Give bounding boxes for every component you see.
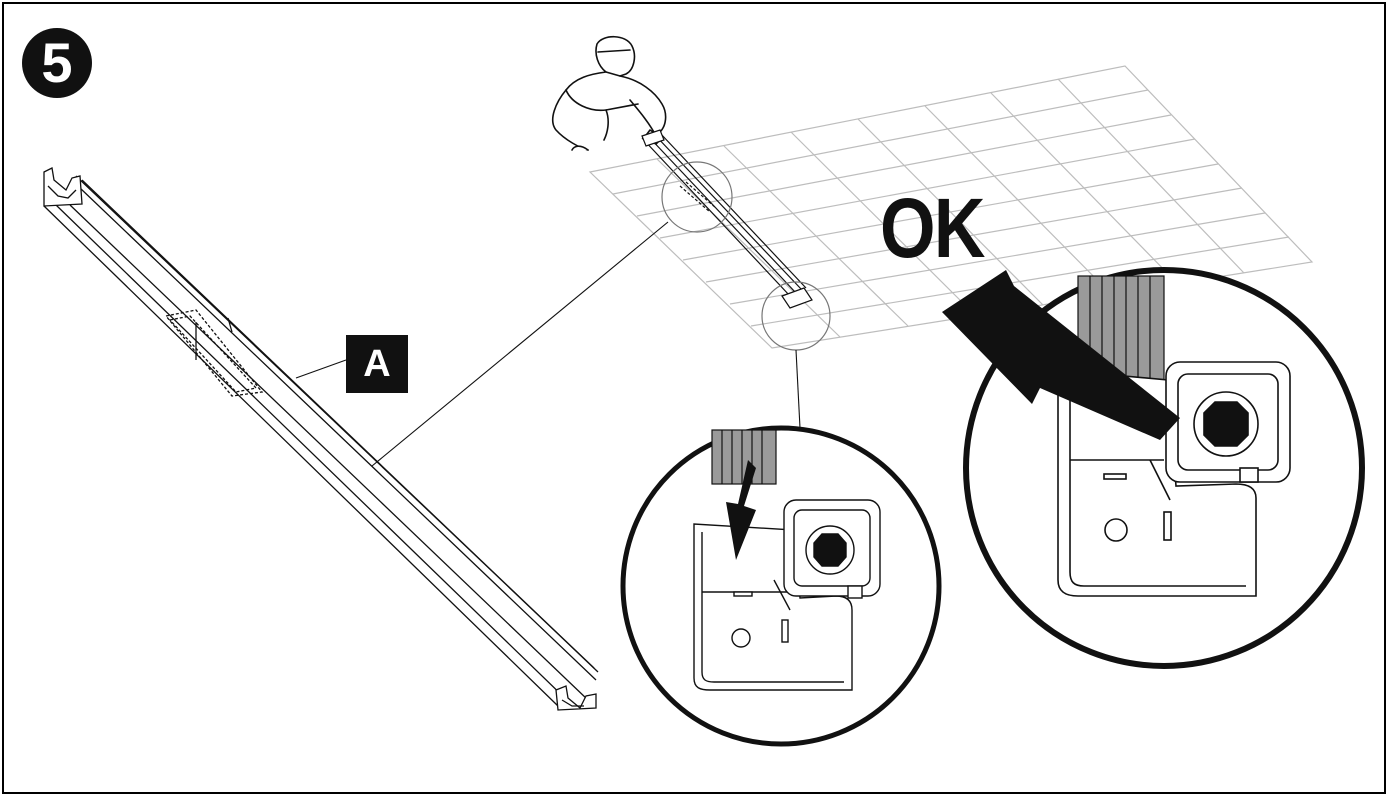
ok-arrow-icon	[942, 270, 1180, 440]
insert-detail-view	[620, 425, 942, 747]
ok-label: OK	[880, 181, 985, 275]
insert-arrow-icon	[726, 460, 756, 560]
detail-magnifier-circle	[661, 161, 733, 233]
crouching-worker-icon	[551, 35, 667, 151]
rail-profile-icon	[43, 167, 599, 711]
leader-lines	[295, 221, 801, 467]
ok-detail-view	[942, 267, 1365, 669]
part-label-a: A	[346, 335, 408, 393]
solar-grid-roof-icon	[588, 65, 1314, 349]
rail-on-roof	[641, 129, 813, 309]
step-number-badge: 5	[22, 28, 92, 98]
